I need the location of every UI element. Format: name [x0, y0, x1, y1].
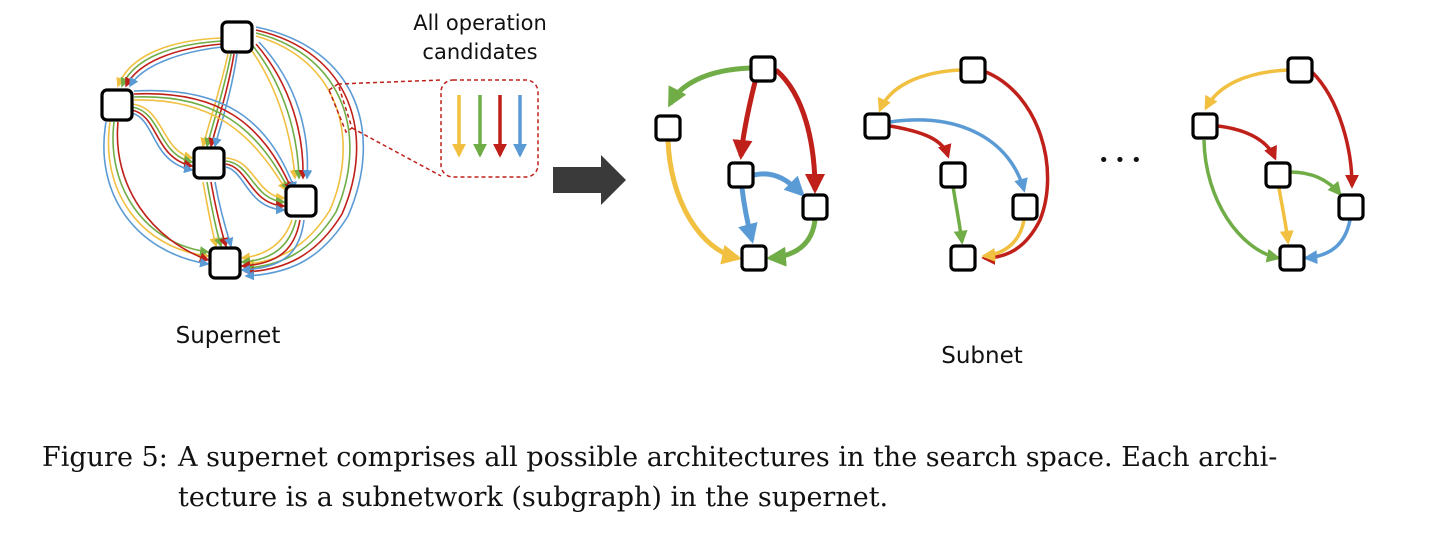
- supernet-graph: Supernet: [100, 20, 365, 349]
- subnet-2: Subnet: [863, 56, 1050, 369]
- subnet-2-edges: [877, 68, 1050, 265]
- subnet-2-node-left: [863, 112, 891, 140]
- subnet-1-edges: [665, 65, 825, 267]
- subnet-1-edge-top-center: [732, 81, 758, 160]
- edge-bundle-left-center: [131, 103, 194, 174]
- subnet-1-edge-top-left: [667, 65, 751, 108]
- subnet-2-edge-top-left: [877, 68, 961, 113]
- subnet-3-node-right: [1337, 193, 1365, 221]
- transform-arrow: [553, 155, 626, 205]
- operations-box: [440, 79, 539, 178]
- subnet-3-nodes: [1191, 56, 1365, 272]
- subnet-3-edge-left-bottom: [1202, 139, 1281, 263]
- subnet-3-edge-top-right: [1310, 70, 1359, 189]
- edge-bundle-top-left: [116, 37, 223, 88]
- subnet-3-node-bottom: [1278, 244, 1306, 272]
- subnet-2-node-center: [939, 161, 967, 189]
- subnet-1-node-left: [654, 114, 682, 142]
- edge-bundle-top-bottom: [244, 26, 365, 281]
- subnet-3-edges: [1202, 68, 1359, 265]
- supernet-label: Supernet: [176, 323, 281, 349]
- supernet-node-left: [100, 88, 134, 122]
- subnet-3-edge-left-center: [1217, 124, 1277, 161]
- edge-bundle-top-right: [249, 41, 313, 180]
- subnet-1-edge-center-bottom: [738, 187, 758, 244]
- zoom-line-bottom: [351, 127, 442, 177]
- subnet-3-edge-top-left: [1204, 68, 1289, 111]
- subnet-3-edge-center-bottom: [1277, 187, 1294, 245]
- subnet-1-node-top: [749, 55, 777, 83]
- subnet-1-edge-top-right: [774, 68, 825, 194]
- subnet-label: Subnet: [941, 343, 1023, 369]
- supernet-nodes: [100, 20, 318, 280]
- caption-line-2: tecture is a subnetwork (subgraph) in th…: [178, 482, 889, 513]
- edge-bundle-left-right: [133, 89, 297, 192]
- subnet-3-edge-center-right: [1289, 170, 1342, 197]
- edge-bundle-left-bottom: [103, 121, 210, 268]
- caption-line-1: A supernet comprises all possible archit…: [178, 442, 1278, 473]
- caption-label: Figure 5:: [42, 442, 168, 473]
- supernet-node-top: [220, 20, 254, 54]
- subnet-2-node-bottom: [949, 244, 977, 272]
- supernet-subnet-figure: Supernet All operation candidates: [100, 11, 1365, 369]
- subnet-3: [1191, 56, 1365, 272]
- subnet-1-edge-center-right: [753, 171, 805, 197]
- subnet-3-edge-right-bottom: [1303, 219, 1352, 265]
- ellipsis: • • •: [1098, 150, 1141, 171]
- subnet-1-node-bottom: [740, 244, 768, 272]
- edge-bundle-right-bottom: [240, 219, 305, 275]
- operation-candidates: [452, 95, 527, 158]
- subnet-3-node-top: [1286, 56, 1314, 84]
- caption-text: A supernet comprises all possible archit…: [178, 438, 1442, 518]
- operations-label-line2: candidates: [422, 40, 537, 64]
- supernet-edges: [103, 26, 365, 281]
- subnet-1-node-right: [801, 193, 829, 221]
- operations-label-line1: All operation: [413, 11, 547, 35]
- subnet-1: [654, 55, 829, 272]
- subnet-2-nodes: [863, 56, 1039, 272]
- subnet-1-nodes: [654, 55, 829, 272]
- subnet-3-node-center: [1264, 161, 1292, 189]
- edge-bundle-top-center: [200, 53, 238, 148]
- subnet-2-edge-left-right: [889, 118, 1028, 193]
- subnet-2-edge-right-bottom: [981, 219, 1026, 262]
- subnet-2-node-top: [959, 56, 987, 84]
- subnet-2-node-right: [1011, 193, 1039, 221]
- edge-bundle-center-bottom: [202, 181, 234, 248]
- supernet-node-center: [192, 146, 226, 180]
- subnet-2-edge-top-bottom: [981, 70, 1050, 265]
- supernet-node-bottom: [208, 246, 242, 280]
- zoom-callout: All operation candidates: [328, 11, 547, 178]
- edge-bundle-center-right: [225, 157, 286, 215]
- subnet-3-node-left: [1191, 112, 1219, 140]
- subnet-2-edge-left-center: [889, 124, 952, 159]
- subnet-1-edge-right-bottom: [766, 219, 818, 267]
- subnet-1-edge-left-bottom: [665, 139, 742, 265]
- zoom-line-top: [337, 79, 442, 85]
- subnet-1-node-center: [727, 161, 755, 189]
- subnet-2-edge-center-bottom: [951, 185, 968, 245]
- supernet-node-right: [284, 184, 318, 218]
